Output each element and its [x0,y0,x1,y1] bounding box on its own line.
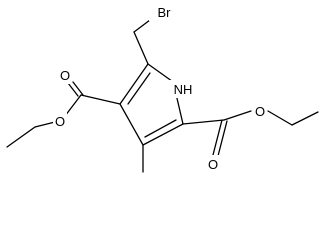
bond-ester-right-c-o-double-b [217,120,228,157]
bond-ester-left-c-o-double-b [67,82,79,97]
bond-c5-ch2 [133,31,149,65]
bond-c2-ester-carbon [182,119,225,125]
ester-left-carbonyl-oxygen-label: O [60,68,70,83]
bond-c4-c5-double [127,72,151,105]
bond-c4-ester-carbon [80,94,121,105]
bond-ester-left-oether-ch2 [34,121,56,128]
ester-left-ether-oxygen-label: O [55,114,65,129]
bond-c2-c3 [142,123,184,146]
bromine-atom-label: Br [158,5,172,20]
bond-ch2-br [133,19,151,33]
bond-ester-left-ch2-ch3 [6,126,36,148]
bond-n1-c2 [175,93,184,125]
ester-right-ether-oxygen-label: O [255,104,265,119]
bond-c4-c5 [119,63,149,105]
bond-ester-right-oether-ch2 [267,110,293,126]
bond-ester-right-c-oether [223,110,252,121]
bond-ester-right-c-o-double-a [212,119,223,156]
bond-c2-c3-double [144,119,177,138]
bond-ester-right-ch2-ch3 [291,111,319,126]
bond-c3-c4 [119,103,144,146]
ring-nitrogen-label: NH [174,82,193,97]
bond-ester-left-c-o-double-a [72,81,84,96]
ester-right-carbonyl-oxygen-label: O [208,157,218,172]
bonds [6,19,319,173]
bond-ester-left-c-oether [64,94,82,117]
atom-labels: Br NH O O O O [53,3,267,173]
molecule-structure: Br NH O O O O [6,3,319,173]
